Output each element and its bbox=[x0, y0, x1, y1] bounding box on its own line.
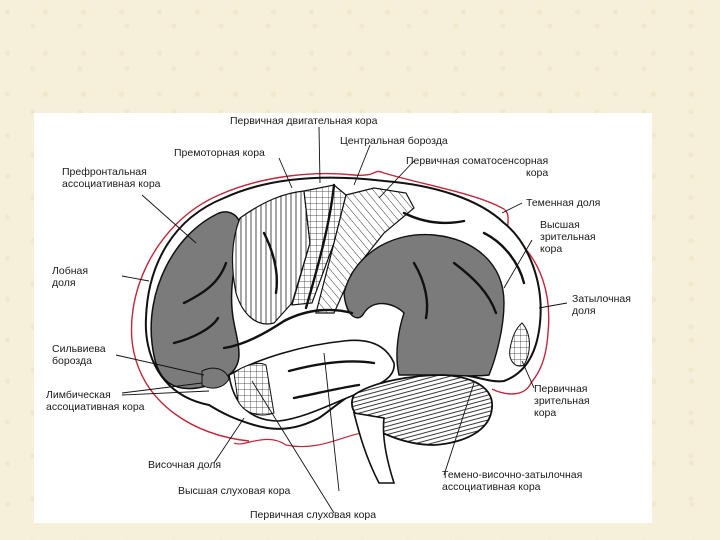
label-limbic-association-cortex: Лимбическая ассоциативная кора bbox=[46, 389, 145, 413]
label-parietal-lobe: Теменная доля bbox=[526, 197, 600, 209]
label-sylvian-fissure: Сильвиева борозда bbox=[52, 343, 106, 367]
label-higher-visual-cortex: Высшая зрительная кора bbox=[540, 219, 596, 255]
label-premotor-cortex: Премоторная кора bbox=[174, 147, 265, 159]
label-prefrontal-cortex: Префронтальная ассоциативная кора bbox=[62, 166, 161, 190]
label-higher-auditory-cortex: Высшая слуховая кора bbox=[178, 485, 290, 497]
label-temporal-lobe: Височная доля bbox=[148, 459, 221, 471]
lobe-boundary-outer bbox=[234, 432, 374, 446]
label-frontal-lobe: Лобная доля bbox=[52, 265, 88, 289]
label-central-sulcus: Центральная борозда bbox=[340, 135, 448, 147]
label-tpo-association-cortex: Темено-височно-затылочная ассоциативная … bbox=[442, 469, 582, 493]
brain-diagram: Первичная двигательная кора Центральная … bbox=[34, 113, 652, 523]
label-occipital-lobe: Затылочная доля bbox=[572, 293, 631, 317]
label-primary-auditory-cortex: Первичная слуховая кора bbox=[250, 509, 376, 521]
label-primary-visual-cortex: Первичная зрительная кора bbox=[534, 383, 590, 419]
label-primary-motor-cortex: Первичная двигательная кора bbox=[230, 115, 377, 127]
prefrontal-association-area bbox=[151, 212, 241, 389]
label-somatosensory-cortex: Первичная соматосенсорная кора bbox=[406, 155, 548, 179]
